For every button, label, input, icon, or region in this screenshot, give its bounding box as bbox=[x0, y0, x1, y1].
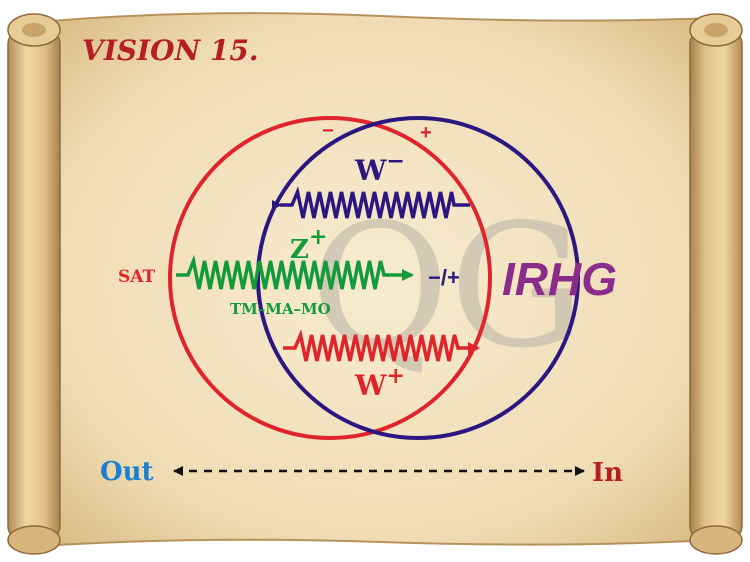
left-scroll-roll bbox=[7, 13, 61, 555]
w-plus-label: W+ bbox=[354, 363, 405, 402]
page-title: VISION 15. bbox=[82, 34, 259, 67]
w-minus-wave bbox=[272, 186, 470, 219]
in-label: In bbox=[592, 458, 623, 488]
right-scroll-roll bbox=[689, 13, 743, 555]
minus-sign-top: − bbox=[322, 120, 334, 142]
z-plus-label: Z+ bbox=[290, 224, 327, 265]
navy-circle bbox=[256, 116, 580, 440]
sat-label: SAT bbox=[118, 267, 156, 287]
plus-sign-top: + bbox=[420, 122, 432, 144]
out-label: Out bbox=[100, 457, 154, 487]
irhg-label: IRHG bbox=[502, 253, 617, 305]
minus-plus-label: −/+ bbox=[428, 265, 460, 290]
tm-ma-mo-label: TM–MA–MO bbox=[230, 300, 331, 318]
w-minus-label: W− bbox=[354, 148, 405, 187]
w-plus-wave bbox=[283, 329, 480, 362]
z-plus-wave bbox=[176, 254, 414, 290]
red-circle bbox=[168, 116, 492, 440]
